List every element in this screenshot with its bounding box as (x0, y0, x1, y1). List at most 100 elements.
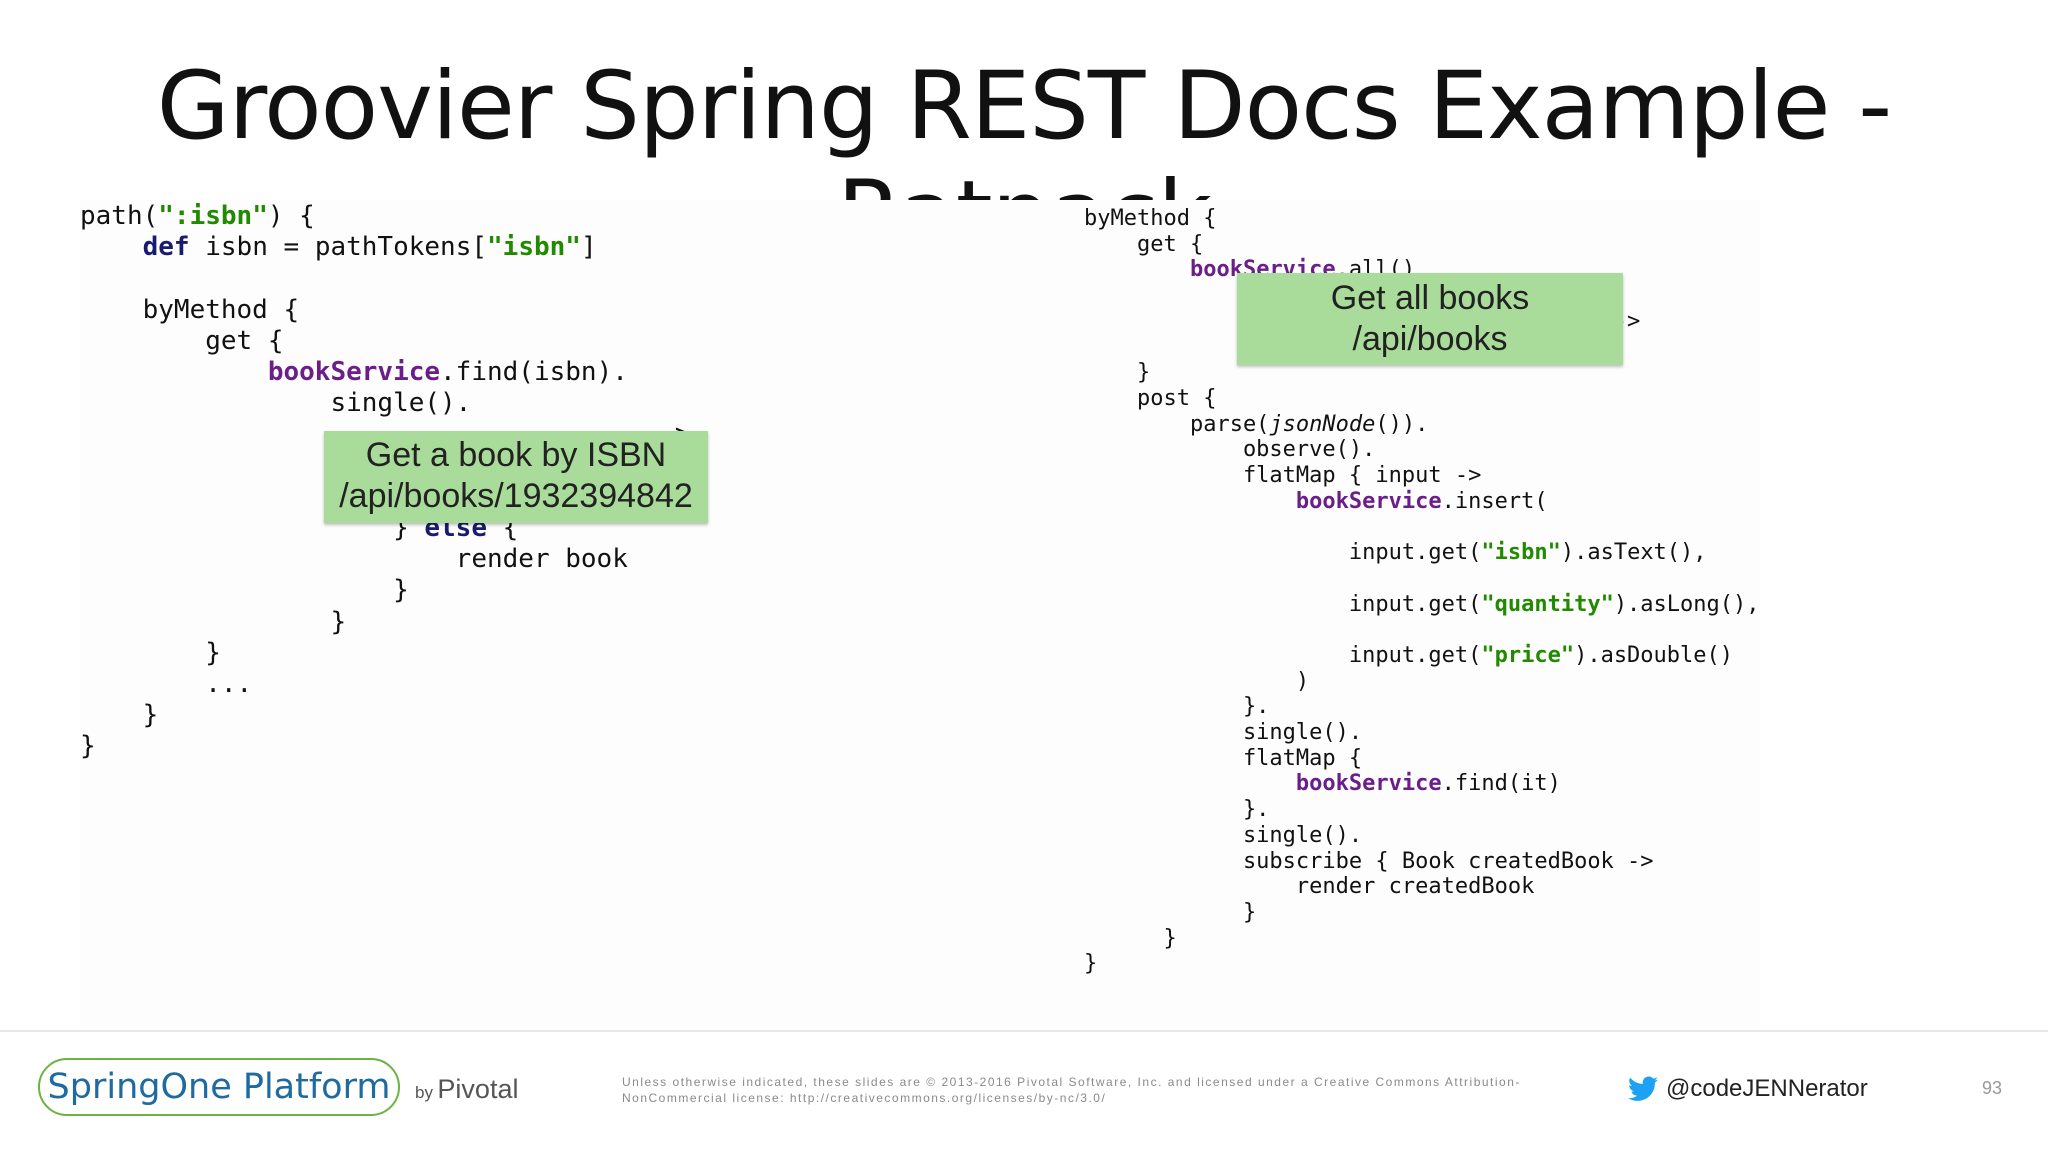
code-line: bookService.find(it) (1084, 771, 1561, 796)
code-token: def (142, 232, 190, 263)
code-token: input.get( (1084, 591, 1482, 617)
twitter-bird-icon (1628, 1076, 1658, 1101)
code-token: render book (80, 544, 628, 575)
code-block-right: byMethod { get { bookService.all() toL -… (1084, 206, 1760, 977)
code-token: bookService (267, 357, 441, 388)
code-token (1084, 489, 1296, 514)
code-token (80, 357, 268, 387)
slide-footer (0, 1032, 2048, 1152)
byline-brand: Pivotal (437, 1074, 519, 1104)
code-line: single(). (80, 388, 471, 418)
twitter-handle-text: @codeJENNerator (1666, 1075, 1868, 1102)
code-line: post { (1084, 386, 1216, 411)
code-line: render createdBook (1084, 874, 1534, 899)
code-token: } (80, 731, 96, 762)
code-line: render book (80, 544, 628, 574)
code-line: parse(jsonNode()). (1084, 412, 1428, 437)
code-token: flatMap { (1084, 745, 1363, 771)
code-line: observe(). (1084, 437, 1375, 462)
code-line: byMethod { (80, 294, 300, 325)
code-line: get { (1084, 232, 1203, 257)
code-token: } (1084, 925, 1177, 951)
code-token (80, 232, 143, 262)
code-token: ":isbn" (158, 201, 268, 231)
code-line: } (1084, 360, 1150, 385)
code-token: } (80, 637, 221, 668)
code-line: ... (80, 669, 252, 699)
code-line: subscribe { Book createdBook -> (1084, 849, 1654, 874)
footer-divider (0, 1030, 2048, 1032)
code-token: .insert( (1441, 488, 1548, 514)
code-token: observe(). (1084, 437, 1376, 463)
code-token: } (1084, 951, 1098, 977)
page-number: 93 (1982, 1078, 2003, 1098)
code-token: isbn = pathTokens[ (189, 232, 488, 263)
code-token: ).asText(), (1560, 540, 1707, 566)
code-block-left: path(":isbn") { def isbn = pathTokens["i… (80, 201, 690, 763)
code-token: }. (1084, 797, 1270, 823)
code-token: single(). (1084, 822, 1363, 848)
code-line: get { (80, 325, 284, 356)
code-token: .find(isbn). (440, 357, 628, 388)
code-token: input.get( (1084, 642, 1482, 668)
code-token (1084, 257, 1190, 282)
code-line: }. (1084, 797, 1270, 823)
code-token: input.get( (1084, 540, 1482, 566)
code-line: byMethod { (1084, 206, 1216, 231)
code-token: ) { (267, 201, 315, 231)
code-token: } (80, 575, 409, 606)
code-token: ()). (1375, 411, 1429, 437)
code-token: ).asLong(), (1613, 591, 1760, 617)
code-token: ] (580, 232, 597, 263)
springone-platform-logo: SpringOne Platform (38, 1058, 400, 1116)
code-token: bookService (1295, 488, 1442, 514)
code-token: "price" (1481, 642, 1575, 668)
code-token: } (1084, 899, 1257, 925)
pivotal-byline: by Pivotal (415, 1074, 518, 1105)
code-token: .find(it) (1441, 771, 1561, 797)
callout-get-book-by-isbn: Get a book by ISBN /api/books/1932394842 (324, 431, 708, 523)
code-token: bookService (1295, 771, 1442, 797)
code-token: "isbn" (1481, 540, 1561, 566)
license-notice: Unless otherwise indicated, these slides… (622, 1075, 1521, 1105)
code-line: } (80, 607, 346, 637)
code-line: ) (1084, 669, 1309, 694)
code-line: input.get("isbn").asText(), (1084, 540, 1707, 565)
callout-endpoint: /api/books (1352, 320, 1508, 359)
callout-endpoint: /api/books/1932394842 (339, 477, 693, 516)
code-line: bookService.find(isbn). (80, 357, 628, 387)
code-line: path(":isbn") { (80, 201, 315, 231)
code-token: ... (80, 669, 253, 700)
code-token: byMethod { (1084, 206, 1217, 231)
callout-title: Get a book by ISBN (365, 436, 667, 474)
logo-text: SpringOne Platform (47, 1067, 391, 1107)
code-token: single(). (1084, 720, 1363, 746)
code-line: bookService.insert( (1084, 489, 1548, 514)
callout-title: Get all books (1330, 279, 1530, 317)
code-line: single(). (1084, 823, 1362, 848)
code-line: input.get("quantity").asLong(), (1084, 592, 1760, 617)
code-token: } (80, 700, 159, 731)
callout-get-all-books: Get all books /api/books (1237, 273, 1623, 365)
code-token: get { (80, 325, 284, 356)
code-token (1084, 771, 1296, 796)
code-line: single(). (1084, 720, 1362, 745)
code-token: path( (80, 201, 159, 231)
byline-by: by (415, 1083, 433, 1102)
code-line: } (80, 731, 96, 761)
code-line: }. (1084, 694, 1270, 720)
code-token: ) (1084, 668, 1310, 694)
code-token: "quantity" (1481, 591, 1614, 617)
code-line: } (1084, 951, 1097, 976)
code-line: def isbn = pathTokens["isbn"] (80, 232, 597, 262)
code-line: } (80, 700, 159, 731)
code-token: }. (1084, 694, 1270, 720)
code-line: } (1084, 925, 1177, 951)
code-token: subscribe { Book createdBook -> (1084, 848, 1654, 874)
code-line: } (80, 638, 221, 668)
code-token: jsonNode (1269, 411, 1376, 437)
code-token: post { (1084, 385, 1217, 411)
code-token: "isbn" (487, 232, 581, 263)
code-token: single(). (80, 388, 472, 419)
code-token: byMethod { (80, 294, 300, 325)
